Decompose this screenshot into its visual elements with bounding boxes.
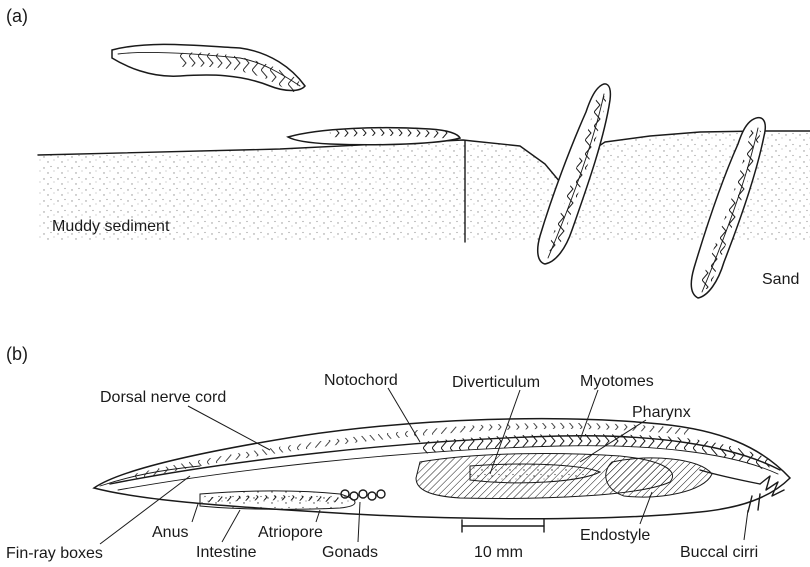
label-anus: Anus (152, 524, 188, 541)
panel-a-label: (a) (6, 6, 28, 26)
label-notochord: Notochord (324, 372, 398, 389)
panel-b: (b) (6, 344, 790, 562)
label-muddy-sediment: Muddy sediment (52, 218, 170, 235)
lancelet-anatomy (94, 419, 790, 519)
label-buccal-cirri: Buccal cirri (680, 544, 758, 561)
lancelet-swimming (112, 44, 305, 90)
panel-a: (a) (0, 6, 810, 310)
label-gonads: Gonads (322, 544, 378, 561)
label-myotomes: Myotomes (580, 373, 654, 390)
lancelet-surface (288, 128, 460, 145)
label-atriopore: Atriopore (258, 524, 323, 541)
label-pharynx: Pharynx (632, 404, 691, 421)
label-sand: Sand (762, 271, 799, 288)
label-intestine: Intestine (196, 544, 257, 561)
label-diverticulum: Diverticulum (452, 374, 540, 391)
scale-bar-label: 10 mm (474, 544, 523, 561)
label-endostyle: Endostyle (580, 527, 650, 544)
scale-bar: 10 mm (462, 520, 544, 561)
label-dorsal-nerve-cord: Dorsal nerve cord (100, 389, 226, 406)
label-fin-ray-boxes: Fin-ray boxes (6, 545, 103, 562)
panel-b-label: (b) (6, 344, 28, 364)
